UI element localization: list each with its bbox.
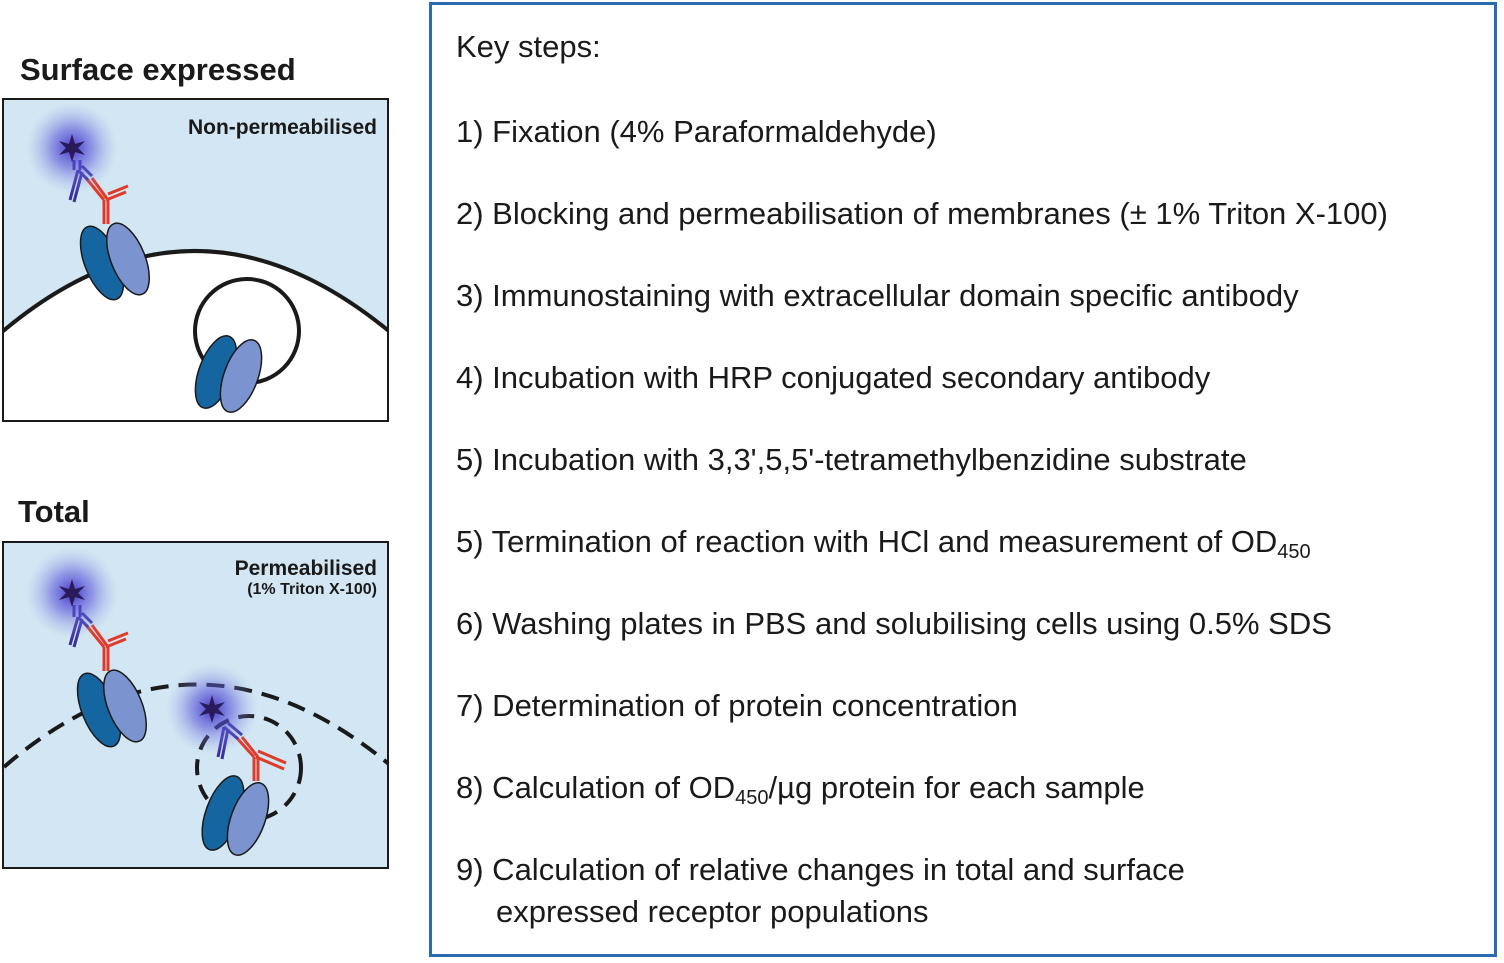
step-item: 8) Calculation of OD450/µg protein for e…	[456, 767, 1145, 809]
internal-receptor-subunit-light	[219, 339, 263, 413]
step-item: 5) Incubation with 3,3',5,5'-tetramethyl…	[456, 442, 1247, 477]
internal-receptor-subunit-light	[226, 782, 270, 856]
step-item: 2) Blocking and permeabilisation of memb…	[456, 196, 1388, 231]
top-panel-title: Surface expressed	[20, 52, 296, 87]
star-label-icon	[59, 579, 85, 607]
surface-receptor-subunit-light	[103, 669, 147, 743]
key-steps-box: Key steps: 1) Fixation (4% Paraformaldeh…	[429, 2, 1497, 957]
step-item: 7) Determination of protein concentratio…	[456, 688, 1018, 723]
total-diagram	[4, 543, 387, 867]
step-text: 5) Termination of reaction with HCl and …	[456, 524, 1278, 559]
triton-sublabel: (1% Triton X-100)	[247, 581, 377, 598]
step-text-after: /µg protein for each sample	[768, 770, 1145, 805]
surface-expressed-diagram	[4, 100, 387, 420]
step-text: 9) Calculation of relative changes in to…	[456, 852, 1185, 887]
bottom-panel-title: Total	[18, 494, 90, 529]
step-item: 4) Incubation with HRP conjugated second…	[456, 360, 1211, 395]
step-continuation: expressed receptor populations	[496, 894, 929, 929]
star-label-icon	[59, 134, 85, 162]
step-item: 9) Calculation of relative changes in to…	[456, 849, 1185, 933]
step-item: 5) Termination of reaction with HCl and …	[456, 521, 1311, 563]
step-item: 3) Immunostaining with extracellular dom…	[456, 278, 1299, 313]
total-panel: Permeabilised (1% Triton X-100)	[2, 541, 389, 869]
step-item: 6) Washing plates in PBS and solubilisin…	[456, 606, 1332, 641]
surface-receptor-subunit-light	[106, 222, 150, 296]
step-item: 1) Fixation (4% Paraformaldehyde)	[456, 114, 937, 149]
subscript: 450	[735, 787, 769, 809]
permeabilised-label-text: Permeabilised	[234, 557, 377, 580]
surface-expressed-panel: Non-permeabilised	[2, 98, 389, 422]
subscript: 450	[1277, 541, 1311, 563]
step-text: 8) Calculation of OD	[456, 770, 736, 805]
permeabilised-label: Permeabilised (1% Triton X-100)	[235, 557, 377, 599]
star-label-icon	[199, 695, 225, 723]
key-steps-heading: Key steps:	[456, 29, 601, 64]
non-permeabilised-label: Non-permeabilised	[187, 116, 377, 139]
